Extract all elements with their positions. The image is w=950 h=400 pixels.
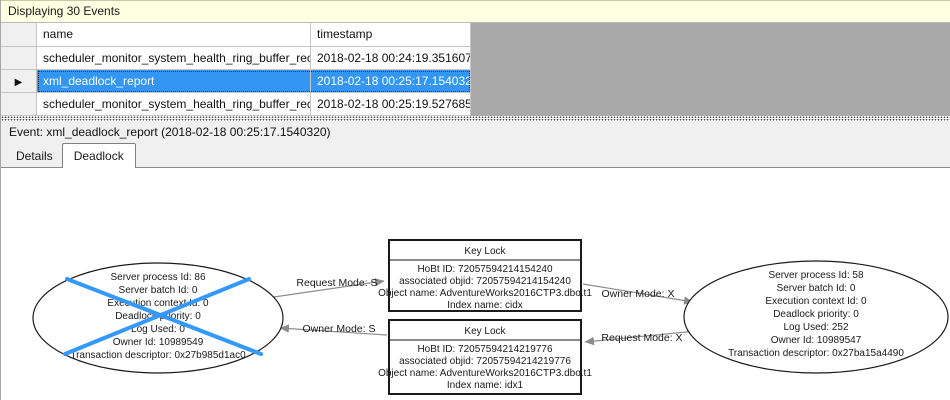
node-text-line: associated objid: 72057594214219776 — [399, 356, 571, 367]
deadlock-graph: Server process Id: 86 Server batch Id: 0… — [32, 239, 949, 395]
events-count-banner: Displaying 30 Events — [1, 0, 950, 23]
node-text-line: associated objid: 72057594214154240 — [399, 276, 571, 287]
table-row-selected[interactable]: ▶ xml_deadlock_report 2018-02-18 00:25:1… — [1, 70, 471, 93]
deadlock-graph-panel: Server process Id: 86 Server batch Id: 0… — [1, 168, 950, 400]
column-header-timestamp[interactable]: timestamp — [311, 23, 471, 47]
edge-label-request-s: Request Mode: S — [296, 277, 377, 289]
edge-label-owner-x: Owner Mode: X — [602, 288, 675, 300]
node-text-line: Execution context Id: 0 — [765, 296, 867, 307]
edge-request-x-line — [584, 330, 697, 346]
node-text-line: Server batch Id: 0 — [777, 283, 856, 294]
tab-details[interactable]: Details — [16, 149, 53, 163]
node-text-line: Log Used: 252 — [783, 322, 848, 333]
node-text-line: Transaction descriptor: 0x27b985d1ac0 — [70, 350, 246, 361]
node-text-line: Execution context Id: 0 — [107, 298, 209, 309]
node-text-line: Index name: idx1 — [447, 380, 524, 391]
node-text-line: HoBt ID: 72057594214219776 — [417, 344, 553, 355]
event-name-cell[interactable]: xml_deadlock_report — [37, 70, 311, 93]
resource-node-top[interactable]: Key Lock HoBt ID: 72057594214154240 asso… — [378, 239, 592, 312]
edge-request-s-line — [266, 278, 385, 299]
edge-labels: Request Mode: S Owner Mode: X Owner Mode… — [296, 277, 682, 344]
victim-cross-icon — [63, 277, 263, 356]
row-selector-cell[interactable]: ▶ — [1, 70, 37, 93]
node-text-line: Index name: cidx — [447, 300, 523, 311]
node-text-line: Transaction descriptor: 0x27ba15a4490 — [728, 348, 904, 359]
process-node-right[interactable]: Server process Id: 58 Server batch Id: 0… — [683, 260, 949, 374]
event-timestamp-cell[interactable]: 2018-02-18 00:25:19.5276859 — [311, 93, 471, 116]
event-timestamp-cell[interactable]: 2018-02-18 00:25:17.1540320 — [311, 70, 471, 93]
row-selector-cell[interactable] — [1, 93, 37, 116]
current-row-arrow-icon: ▶ — [14, 77, 23, 88]
selected-event-label: Event: xml_deadlock_report (2018-02-18 0… — [1, 121, 950, 143]
process-node-victim[interactable]: Server process Id: 86 Server batch Id: 0… — [32, 262, 284, 374]
events-grid: name timestamp scheduler_monitor_system_… — [1, 23, 471, 116]
grid-header-row: name timestamp — [1, 23, 471, 47]
edge-label-owner-s: Owner Mode: S — [303, 323, 376, 335]
column-header-name[interactable]: name — [37, 23, 311, 47]
edge-owner-x-line — [582, 283, 694, 305]
node-text-line: Server process Id: 86 — [110, 272, 205, 283]
node-text-line: Object name: AdventureWorks2016CTP3.dbo.… — [378, 288, 592, 299]
row-selector-header — [1, 23, 37, 47]
event-timestamp-cell[interactable]: 2018-02-18 00:24:19.3516078 — [311, 47, 471, 70]
node-text-line: Server process Id: 58 — [768, 270, 863, 281]
node-text-line: Owner Id: 10989549 — [113, 337, 204, 348]
node-text-line: Deadlock priority: 0 — [773, 309, 859, 320]
edge-label-request-x: Request Mode: X — [601, 332, 682, 344]
resource-title: Key Lock — [464, 326, 506, 337]
row-selector-cell[interactable] — [1, 47, 37, 70]
node-text-line: HoBt ID: 72057594214154240 — [417, 264, 553, 275]
tab-strip: Details Deadlock — [1, 143, 950, 168]
splitter-handle[interactable] — [1, 116, 950, 121]
events-grid-area: name timestamp scheduler_monitor_system_… — [1, 23, 950, 116]
node-text-line: Object name: AdventureWorks2016CTP3.dbo.… — [378, 368, 592, 379]
event-name-cell[interactable]: scheduler_monitor_system_health_ring_buf… — [37, 47, 311, 70]
table-row[interactable]: scheduler_monitor_system_health_ring_buf… — [1, 47, 471, 70]
resource-title: Key Lock — [464, 246, 506, 257]
node-text-line: Server batch Id: 0 — [119, 285, 198, 296]
resource-node-bottom[interactable]: Key Lock HoBt ID: 72057594214219776 asso… — [378, 319, 592, 395]
tab-deadlock[interactable]: Deadlock — [61, 143, 136, 168]
event-name-cell[interactable]: scheduler_monitor_system_health_ring_buf… — [37, 93, 311, 116]
node-text-line: Log Used: 0 — [131, 324, 185, 335]
table-row[interactable]: scheduler_monitor_system_health_ring_buf… — [1, 93, 471, 116]
node-text-line: Owner Id: 10989547 — [771, 335, 862, 346]
edge-owner-s-line — [279, 324, 388, 336]
edge-lines — [266, 278, 697, 346]
